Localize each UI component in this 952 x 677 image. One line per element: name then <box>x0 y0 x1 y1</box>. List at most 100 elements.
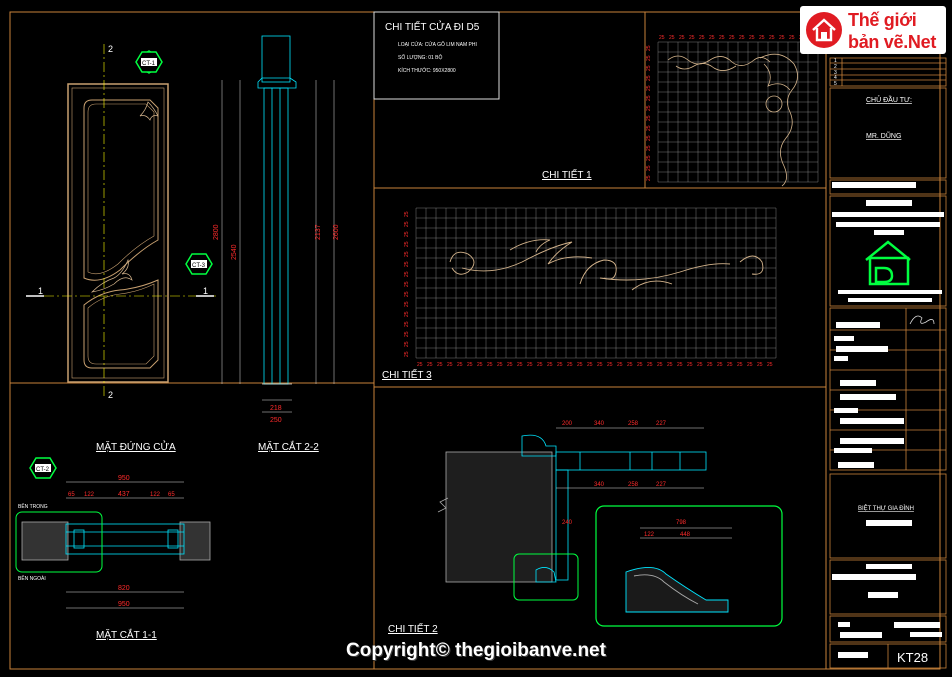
section-mark-2-bottom: 2 <box>108 390 113 400</box>
grid-dim-label: 25 <box>627 362 633 368</box>
grid-dim-label: 25 <box>547 362 553 368</box>
dim-d258-b: 258 <box>628 482 639 488</box>
grid-dim-label: 25 <box>404 241 410 247</box>
grid-dim-label: 25 <box>727 362 733 368</box>
detail2-dims <box>556 427 732 539</box>
grid-dim-label: 25 <box>679 35 685 41</box>
dim-d122: 122 <box>644 532 655 538</box>
grid-dim-label: 25 <box>767 362 773 368</box>
callout-ct3-label: CT-3 <box>192 263 206 269</box>
detail-title: CHI TIẾT CỬA ĐI D5 <box>385 20 480 33</box>
door-elevation <box>26 44 216 396</box>
grid-dim-label: 25 <box>747 362 753 368</box>
grid-dim-label: 25 <box>567 362 573 368</box>
revision-1: 1 <box>834 58 837 64</box>
dim-w122-a: 122 <box>84 492 95 498</box>
detail2-moulding-small <box>535 567 557 583</box>
grid-dim-label: 25 <box>417 362 423 368</box>
grid-dim-label: 25 <box>729 35 735 41</box>
grid-dim-label: 25 <box>637 362 643 368</box>
grid-dim-label: 25 <box>709 35 715 41</box>
revision-5: 5 <box>834 81 837 87</box>
dim-w65-b: 65 <box>168 492 175 498</box>
grid-dim-label: 25 <box>537 362 543 368</box>
detail2-moulding-large <box>625 567 729 613</box>
grid-dim-label: 25 <box>667 362 673 368</box>
section-1-1-highlight[interactable] <box>15 511 103 573</box>
grid-dim-label: 25 <box>557 362 563 368</box>
callout-ct1[interactable]: CT-1 <box>135 50 163 74</box>
dim-w65-a: 65 <box>68 492 75 498</box>
grid-dim-label: 25 <box>457 362 463 368</box>
grid-dim-label: 25 <box>497 362 503 368</box>
grid-dim-label: 25 <box>404 281 410 287</box>
section-mark-1-right: 1 <box>203 286 208 296</box>
dim-d240: 240 <box>562 520 573 526</box>
grid-dim-label: 25 <box>404 211 410 217</box>
grid-dim-label: 25 <box>404 291 410 297</box>
owner-label: CHỦ ĐẦU TƯ: <box>866 94 912 104</box>
view-elevation: MẶT ĐỨNG CỬA <box>96 440 176 453</box>
detail3-grid: 25 25 25 25 25 25 25 25 25 25 25 25 25 25 25 25 25 25 25 25… <box>404 207 777 368</box>
site-logo[interactable]: Thế giới bản vẽ.Net <box>800 6 946 54</box>
view-detail3: CHI TIẾT 3 <box>382 368 432 381</box>
grid-dim-label: 25 <box>737 362 743 368</box>
copyright-watermark: Copyright© thegioibanve.net <box>346 640 606 661</box>
detail-line-1: LOẠI CỬA: CỬA GỖ LIM NAM PHI <box>398 41 477 48</box>
revision-4: 4 <box>834 75 837 81</box>
detail-line-3: KÍCH THƯỚC: 950X2800 <box>398 67 456 74</box>
section-2-2-dims <box>262 80 335 413</box>
dim-w218: 218 <box>270 405 282 412</box>
grid-dim-label: 25 <box>646 65 652 71</box>
grid-dim-label: 25 <box>404 301 410 307</box>
view-detail1: CHI TIẾT 1 <box>542 168 592 181</box>
logo-line-1: Thế giới <box>848 10 917 30</box>
grid-dim-label: 25 <box>646 135 652 141</box>
callout-ct2[interactable]: CT-2 <box>29 457 57 479</box>
detail2-enlargement[interactable] <box>595 505 783 627</box>
grid-dim-label: 25 <box>779 35 785 41</box>
section-mark-1-left: 1 <box>38 286 43 296</box>
dim-d340: 340 <box>594 421 605 427</box>
grid-dim-label: 25 <box>789 35 795 41</box>
grid-dim-label: 25 <box>404 341 410 347</box>
view-section22: MẶT CẮT 2-2 <box>258 440 319 453</box>
grid-dim-label: 25 <box>404 351 410 357</box>
dim-d340-b: 340 <box>594 482 605 488</box>
dim-w437: 437 <box>118 491 130 498</box>
dim-h2137: 2137 <box>315 224 322 240</box>
revision-3: 3 <box>834 70 837 76</box>
label-outside: BÊN NGOÀI <box>18 574 46 582</box>
grid-dim-label: 25 <box>717 362 723 368</box>
detail-line-2: SỐ LƯỢNG: 01 BỘ <box>398 54 443 61</box>
grid-dim-label: 25 <box>404 231 410 237</box>
grid-dim-label: 25 <box>646 105 652 111</box>
grid-dim-label: 25 <box>707 362 713 368</box>
detail2-highlight-small[interactable] <box>513 553 579 601</box>
dim-d798: 798 <box>676 520 687 526</box>
grid-dim-label: 25 <box>447 362 453 368</box>
detail3-ornament <box>449 239 764 291</box>
dim-w250: 250 <box>270 417 282 424</box>
grid-dim-label: 25 <box>749 35 755 41</box>
grid-dim-label: 25 <box>404 221 410 227</box>
grid-dim-label: 25 <box>477 362 483 368</box>
sheet-frame <box>9 11 941 670</box>
grid-dim-label: 25 <box>759 35 765 41</box>
dim-h2600: 2600 <box>333 224 340 240</box>
grid-dim-label: 25 <box>646 125 652 131</box>
callout-ct1-label: CT-1 <box>142 61 156 67</box>
grid-dim-label: 25 <box>467 362 473 368</box>
dim-w820: 820 <box>118 585 130 592</box>
callout-ct3[interactable]: CT-3 <box>185 253 213 275</box>
grid-dim-label: 25 <box>646 45 652 51</box>
grid-dim-label: 25 <box>487 362 493 368</box>
grid-dim-label: 25 <box>404 271 410 277</box>
grid-dim-label: 25 <box>507 362 513 368</box>
grid-dim-label: 25 <box>669 35 675 41</box>
grid-dim-label: 25 <box>404 311 410 317</box>
grid-dim-label: 25 <box>404 251 410 257</box>
grid-dim-label: 25 <box>646 55 652 61</box>
grid-dim-label: 25 <box>699 35 705 41</box>
